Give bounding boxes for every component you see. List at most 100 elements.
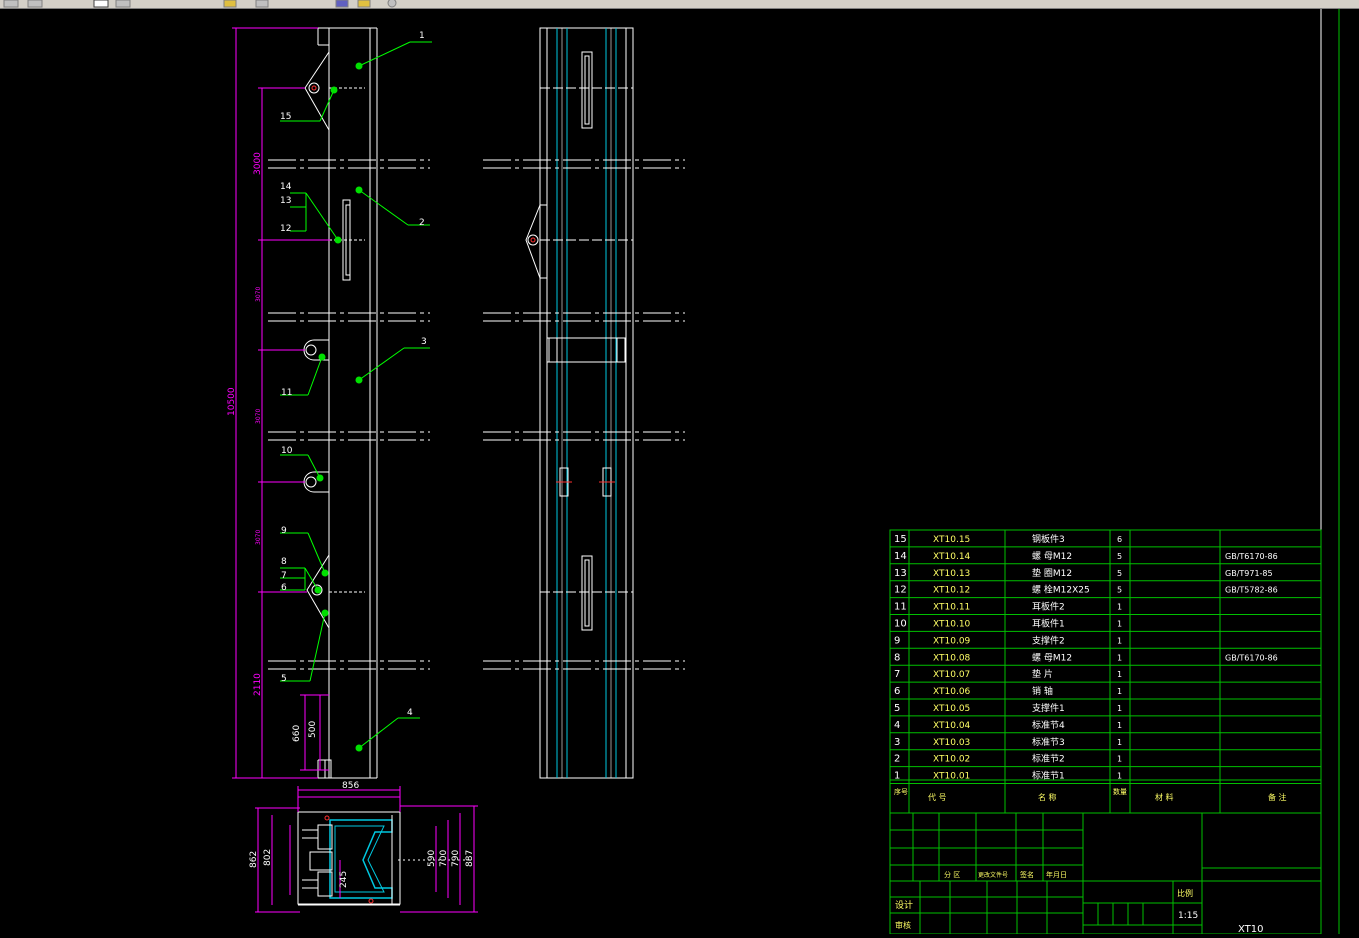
dim-seg-2: 3070 (255, 287, 262, 302)
bom-cell-code: XT10.08 (933, 653, 971, 663)
bom-cell-no: 2 (894, 754, 900, 765)
dim-802: 802 (263, 849, 273, 866)
bom-cell-code: XT10.13 (933, 569, 970, 579)
dim-seg-3: 3070 (255, 409, 262, 424)
front-view: 1 2 3 4 5 6 7 8 9 10 11 12 13 14 15 (227, 27, 432, 779)
balloon-11: 11 (281, 388, 292, 398)
dim-590: 590 (427, 850, 437, 867)
bom-cell-no: 10 (894, 619, 907, 630)
dim-887: 887 (465, 850, 475, 867)
bom-cell-name: 垫 片 (1032, 668, 1053, 680)
tb-date: 年月日 (1046, 870, 1067, 879)
bom-cell-no: 9 (894, 635, 900, 646)
bom-cell-no: 11 (894, 602, 907, 613)
bom-cell-qty: 1 (1117, 670, 1122, 679)
bom-header-name: 名 称 (1038, 792, 1057, 802)
balloon-4: 4 (407, 708, 413, 718)
bom-cell-code: XT10.06 (933, 687, 971, 697)
bom-cell-name: 垫 圈M12 (1032, 567, 1072, 579)
bom-cell-name: 标准节2 (1032, 753, 1065, 765)
bom-cell-name: 销 轴 (1032, 685, 1053, 697)
bom-header-code: 代 号 (928, 792, 947, 802)
tb-scale-label: 比例 (1177, 888, 1193, 898)
bom-cell-qty: 1 (1117, 721, 1122, 730)
balloon-9: 9 (281, 526, 287, 536)
bom-cell-qty: 1 (1117, 636, 1122, 645)
bom-cell-qty: 1 (1117, 755, 1122, 764)
dim-3000: 3000 (253, 152, 263, 175)
balloon-1: 1 (419, 31, 425, 41)
bom-cell-name: 螺 栓M12X25 (1032, 584, 1090, 596)
balloon-15: 15 (280, 112, 291, 122)
bom-cell-name: 支撑件2 (1032, 634, 1065, 646)
bom-cell-no: 5 (894, 703, 900, 714)
bom-cell-name: 钢板件3 (1032, 533, 1065, 545)
tb-reviewer: 审核 (895, 920, 911, 930)
tb-scale-value: 1:15 (1178, 911, 1198, 921)
bom-cell-no: 6 (894, 686, 900, 697)
balloon-5: 5 (281, 674, 287, 684)
bom-cell-code: XT10.04 (933, 721, 971, 731)
bom-cell-name: 标准节3 (1032, 736, 1065, 748)
bom-header-qty: 数量 (1113, 787, 1127, 796)
bom-cell-code: XT10.09 (933, 636, 971, 646)
balloon-2: 2 (419, 218, 425, 228)
bom-cell-no: 1 (894, 771, 900, 782)
dim-500: 500 (308, 721, 318, 738)
bom-header-material: 材 料 (1155, 792, 1174, 802)
dim-700: 700 (439, 850, 449, 867)
bom-cell-code: XT10.02 (933, 755, 970, 765)
bom-cell-qty: 5 (1117, 569, 1122, 578)
tb-drawing-no: XT10 (1238, 924, 1264, 934)
tb-designer: 设计 (895, 899, 913, 911)
dim-2110: 2110 (253, 673, 263, 696)
dim-660: 660 (292, 725, 302, 742)
bom-cell-code: XT10.10 (933, 620, 971, 630)
balloon-12: 12 (280, 224, 291, 234)
dim-862: 862 (249, 851, 259, 868)
balloon-10: 10 (281, 446, 293, 456)
bom-cell-note: GB/T6170-86 (1225, 552, 1278, 561)
bom-cell-code: XT10.14 (933, 552, 971, 562)
bom-cell-no: 7 (894, 669, 900, 680)
bom-cell-no: 3 (894, 737, 900, 748)
bom-cell-qty: 1 (1117, 620, 1122, 629)
balloon-7: 7 (281, 571, 287, 581)
balloon-14: 14 (280, 182, 292, 192)
balloon-8: 8 (281, 557, 287, 567)
bom-cell-name: 标准节1 (1032, 770, 1065, 782)
tb-change-doc: 更改文件号 (978, 871, 1008, 879)
tb-zone: 分 区 (944, 870, 960, 879)
bom-cell-no: 13 (894, 568, 907, 579)
tb-sign: 签名 (1020, 870, 1034, 879)
bom-cell-code: XT10.11 (933, 603, 970, 613)
bom-cell-name: 螺 母M12 (1032, 652, 1072, 663)
side-view (483, 27, 685, 779)
bom-cell-note: GB/T971-85 (1225, 569, 1273, 578)
bom-cell-no: 15 (894, 534, 907, 545)
bom-cell-qty: 5 (1117, 586, 1122, 595)
drawing-canvas[interactable]: 1 2 3 4 5 6 7 8 9 10 11 12 13 14 15 (0, 9, 1359, 935)
bom-cell-code: XT10.03 (933, 738, 970, 748)
dim-245: 245 (339, 871, 349, 888)
bom-cell-name: 耳板件1 (1032, 618, 1065, 630)
bom-cell-qty: 1 (1117, 603, 1122, 612)
dim-790: 790 (451, 850, 461, 867)
bom-cell-name: 耳板件2 (1032, 601, 1065, 613)
bom-cell-qty: 1 (1117, 653, 1122, 662)
bom-cell-qty: 1 (1117, 704, 1122, 713)
bom-cell-no: 14 (894, 551, 907, 562)
bom-cell-qty: 5 (1117, 552, 1122, 561)
bom-cell-qty: 6 (1117, 535, 1122, 544)
bom-cell-no: 8 (894, 652, 900, 663)
bom-header-note: 备 注 (1268, 792, 1287, 802)
cad-toolbar (0, 0, 1359, 9)
bom-cell-name: 支撑件1 (1032, 702, 1065, 714)
bom-cell-note: GB/T6170-86 (1225, 653, 1278, 662)
bom-header-no: 序号 (894, 787, 908, 796)
bom-cell-note: GB/T5782-86 (1225, 586, 1278, 595)
bom-cell-code: XT10.07 (933, 670, 970, 680)
bom-cell-code: XT10.01 (933, 772, 970, 782)
bom-cell-no: 4 (894, 720, 900, 731)
